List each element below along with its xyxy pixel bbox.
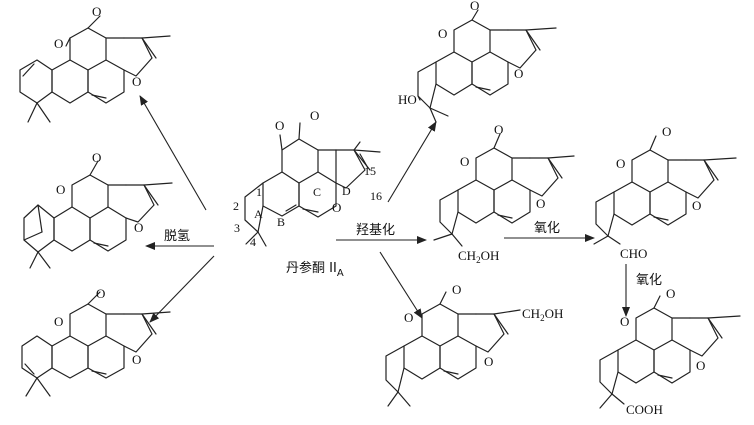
tl-furan-oxygen: O [132,74,141,89]
br-oxygen-2: O [666,286,675,301]
product-bottom-left: O O O [21,286,171,397]
tanshinone-iia-structure: O O O A B C D 1 2 3 4 15 16 丹参酮 IIA [233,108,382,279]
ml-oxygen-2: O [92,150,101,165]
position-number-2: 2 [233,199,239,213]
position-number-15: 15 [364,164,376,178]
tr-furan-oxygen: O [514,66,523,81]
center-oxygen-2: O [310,108,319,123]
tr-hydroxyl: HO [398,92,417,107]
compound-name: 丹参酮 IIA [286,260,344,279]
fr-oxygen-1: O [616,156,625,171]
arrow-to-top-left [139,95,207,211]
bm-ch2oh-group: CH2OH [522,306,563,323]
tl-oxygen-2: O [92,4,101,19]
ring-label-b: B [277,215,285,229]
arrow-to-bottom-middle [379,251,423,319]
fr-furan-oxygen: O [692,198,701,213]
product-top-left: O O O [19,4,171,123]
position-number-4: 4 [250,235,256,249]
product-top-right: O O O HO [398,0,557,123]
product-bottom-middle: O O O CH2OH [385,282,563,407]
arrow-to-top-right [387,121,437,203]
fr-oxygen-2: O [662,124,671,139]
product-far-right: O O O CHO [593,124,737,261]
product-bottom-right: O O O COOH [599,286,741,417]
mr-oxygen-2: O [494,122,503,137]
bm-furan-oxygen: O [484,354,493,369]
fr-cho-group: CHO [620,246,647,261]
ring-label-c: C [313,185,321,199]
bl-oxygen-2: O [96,286,105,301]
position-number-3: 3 [234,221,240,235]
label-oxidation-1: 氧化 [534,221,560,236]
center-furan-oxygen: O [332,200,341,215]
bm-oxygen-1: O [404,310,413,325]
label-dehydro: 脱氢 [164,229,190,244]
bl-oxygen-1: O [54,314,63,329]
label-hydroxylation: 羟基化 [356,223,395,238]
bl-furan-oxygen: O [132,352,141,367]
arrow-to-bottom-left [149,255,215,323]
center-oxygen-1: O [275,118,284,133]
ml-furan-oxygen: O [134,220,143,235]
label-oxidation-2: 氧化 [636,273,662,288]
tr-oxygen-1: O [438,26,447,41]
position-number-1: 1 [256,185,262,199]
mr-furan-oxygen: O [536,196,545,211]
product-middle-right: O O O CH2OH [433,122,575,265]
ring-label-a: A [254,207,263,221]
position-number-16: 16 [370,189,382,203]
ring-label-d: D [342,184,351,198]
br-oxygen-1: O [620,314,629,329]
br-furan-oxygen: O [696,358,705,373]
mr-ch2oh-group: CH2OH [458,248,499,265]
product-middle-left: O O O [23,150,173,269]
ml-oxygen-1: O [56,182,65,197]
br-cooh-group: COOH [626,402,663,417]
tl-oxygen-1: O [54,36,63,51]
mr-oxygen-1: O [460,154,469,169]
tr-oxygen-2: O [470,0,479,13]
bm-oxygen-2: O [452,282,461,297]
